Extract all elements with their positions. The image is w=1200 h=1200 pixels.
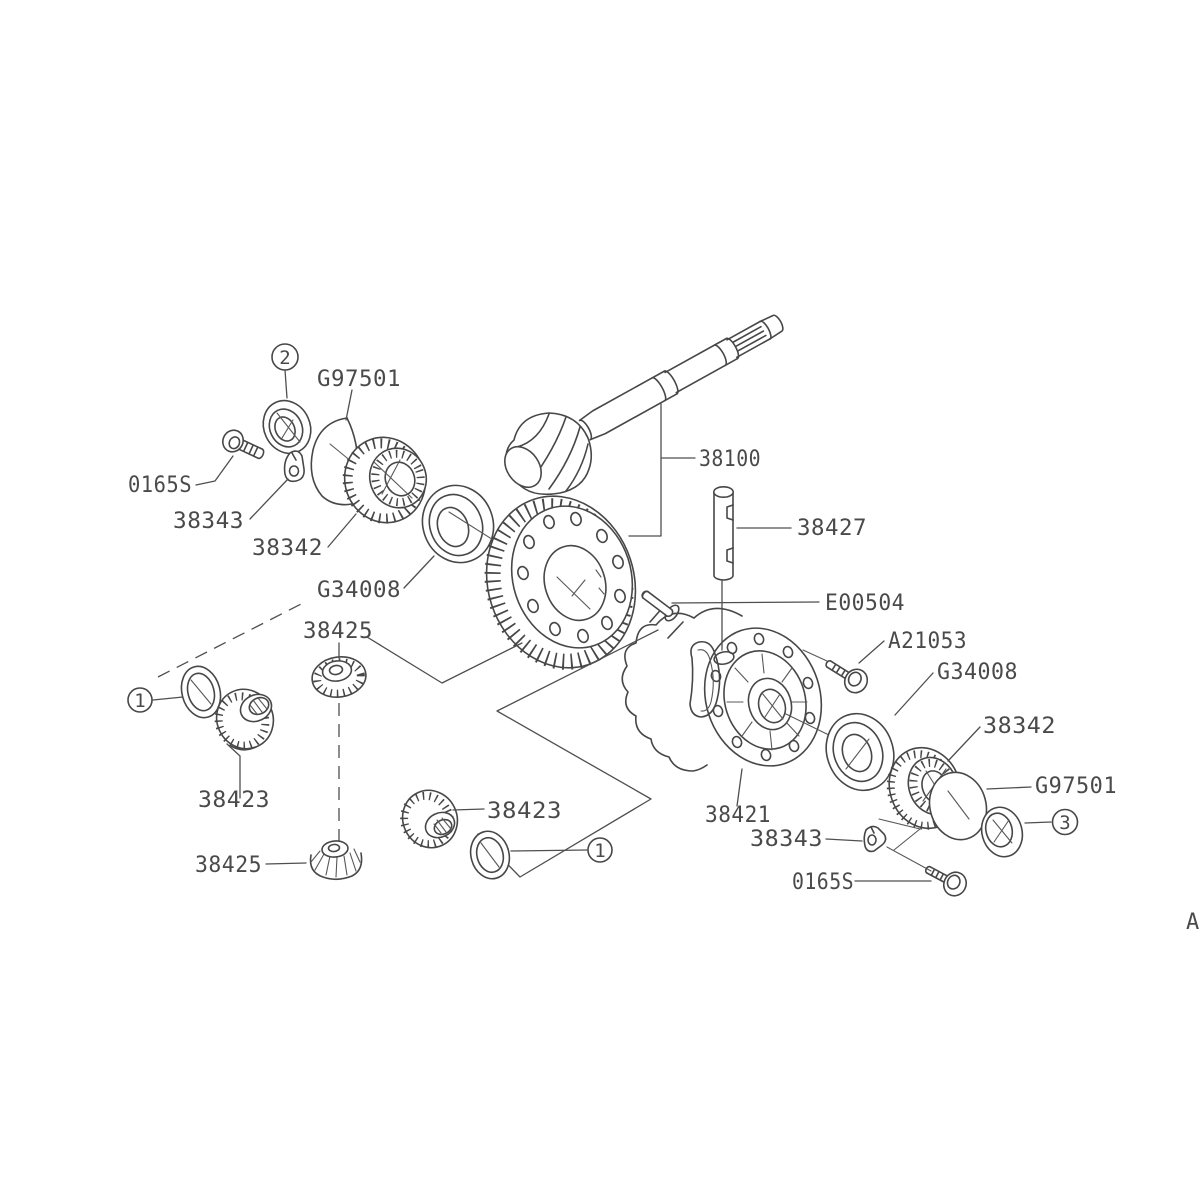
ref-bubble-3-number: 3	[1059, 812, 1070, 834]
label-g34008-left[interactable]: G34008	[317, 578, 401, 603]
seal-ring-g97501-right	[928, 771, 988, 841]
label-a21053[interactable]: A21053	[888, 629, 967, 654]
label-38421[interactable]: 38421	[705, 803, 771, 828]
label-e00504[interactable]: E00504	[825, 591, 905, 616]
side-gear-38423-left	[214, 688, 275, 751]
differential-case-38421	[621, 604, 885, 772]
label-38427[interactable]: 38427	[797, 516, 867, 541]
ref-bubble-1-right[interactable]: 1	[587, 837, 613, 863]
bearing-g34008-left	[421, 484, 561, 583]
ref-bubble-1-left-number: 1	[134, 690, 145, 712]
ref-bubble-1-left[interactable]: 1	[127, 687, 153, 713]
leader-lines	[152, 369, 1052, 882]
label-38343-left[interactable]: 38343	[173, 509, 244, 534]
ring-gear-bolt-holes	[517, 511, 626, 644]
label-38425-bottom[interactable]: 38425	[195, 853, 262, 878]
label-38423-left[interactable]: 38423	[198, 788, 270, 813]
ref-bubble-3[interactable]: 3	[1051, 808, 1079, 836]
label-g97501-top[interactable]: G97501	[317, 367, 401, 392]
taper-bearing-38342-left	[342, 436, 428, 524]
ref-bubble-2[interactable]: 2	[271, 343, 299, 371]
snap-ring-38343-left	[283, 450, 305, 483]
label-38100[interactable]: 38100	[699, 447, 761, 472]
bolt-a21053	[802, 649, 869, 694]
label-38425-top[interactable]: 38425	[303, 619, 373, 644]
label-g34008-right[interactable]: G34008	[937, 660, 1018, 685]
case-flange-holes	[710, 632, 816, 762]
label-g97501-right[interactable]: G97501	[1035, 774, 1117, 799]
label-38343-right[interactable]: 38343	[750, 827, 823, 852]
thrust-washer-right-item1	[469, 830, 511, 880]
label-38423-right[interactable]: 38423	[487, 799, 562, 824]
pinion-gear-38425-bottom	[309, 840, 363, 881]
ref-bubble-2-number: 2	[279, 347, 290, 369]
drive-pinion-shaft-38100	[504, 314, 784, 496]
bolt-0165s-left	[222, 429, 265, 460]
thrust-washer-left-item1	[180, 665, 222, 719]
label-0165s-right[interactable]: 0165S	[792, 870, 854, 895]
label-38342-left[interactable]: 38342	[252, 536, 323, 561]
pinion-gear-38425-top	[311, 656, 367, 698]
bearing-g34008-right	[825, 712, 895, 792]
pinion-shaft-pin-38427	[712, 485, 734, 581]
lock-pin-e00504	[641, 590, 674, 618]
label-0165s-left[interactable]: 0165S	[128, 473, 192, 498]
side-gear-38423-right	[400, 789, 459, 849]
ref-bubble-1-right-number: 1	[594, 840, 605, 862]
cap-item3	[980, 806, 1024, 858]
snap-ring-38343-right	[863, 818, 921, 853]
label-38342-right[interactable]: 38342	[983, 714, 1056, 739]
label-corner-partial-a: A	[1186, 910, 1200, 935]
bolt-0165s-right	[886, 846, 968, 897]
callout-labels: G97501 0165S 38343 38342 G34008 38100 38…	[128, 367, 1200, 935]
ring-gear	[484, 495, 637, 670]
pilot-bearing-item2	[262, 399, 312, 455]
